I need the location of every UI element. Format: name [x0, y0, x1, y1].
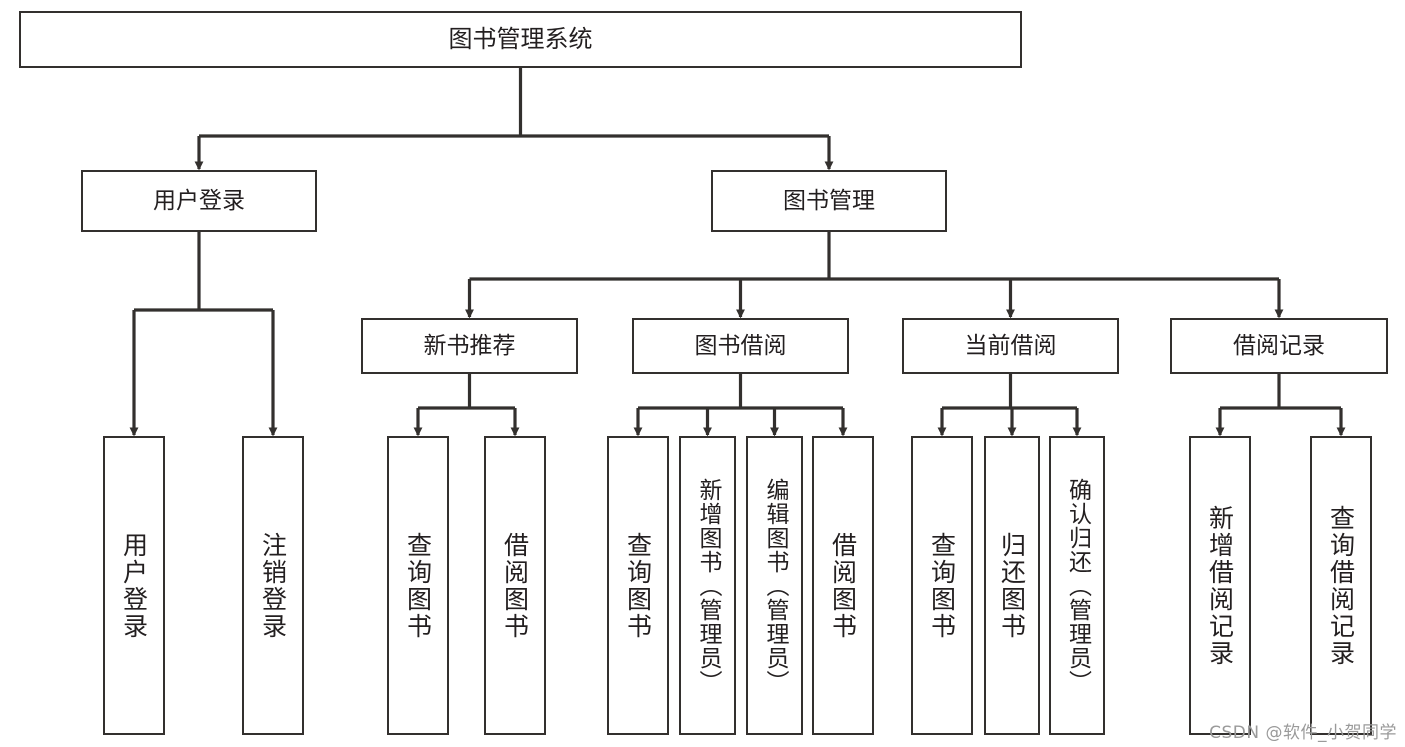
- node-label: 当前借阅: [964, 332, 1057, 359]
- node-label: 新增借阅记录: [1205, 504, 1235, 667]
- node-label: 图书管理: [783, 187, 875, 214]
- node-label: 借阅记录: [1233, 332, 1325, 359]
- node-current-borrow[interactable]: 当前借阅: [902, 318, 1119, 374]
- node-label: 借阅图书: [500, 531, 530, 640]
- node-label: 编辑图书（管理员）: [762, 477, 788, 694]
- node-leaf-borrow-book-2[interactable]: 借阅图书: [812, 436, 874, 735]
- node-label: 用户登录: [119, 531, 149, 640]
- node-label: 查询图书: [403, 531, 433, 640]
- node-leaf-add-record[interactable]: 新增借阅记录: [1189, 436, 1251, 735]
- node-label: 新书推荐: [423, 332, 516, 359]
- node-user-login[interactable]: 用户登录: [81, 170, 317, 232]
- node-leaf-user-login[interactable]: 用户登录: [103, 436, 165, 735]
- node-label: 确认归还（管理员）: [1064, 477, 1091, 694]
- node-label: 图书借阅: [694, 332, 787, 359]
- node-label: 新增图书（管理员）: [695, 477, 721, 694]
- node-leaf-query-record[interactable]: 查询借阅记录: [1310, 436, 1372, 735]
- node-leaf-edit-book[interactable]: 编辑图书（管理员）: [746, 436, 803, 735]
- node-borrow-record[interactable]: 借阅记录: [1170, 318, 1388, 374]
- node-label: 借阅图书: [828, 531, 858, 640]
- node-leaf-query-book-2[interactable]: 查询图书: [607, 436, 669, 735]
- node-leaf-return-book[interactable]: 归还图书: [984, 436, 1040, 735]
- node-leaf-confirm-return[interactable]: 确认归还（管理员）: [1049, 436, 1105, 735]
- node-label: 查询图书: [927, 531, 957, 640]
- node-leaf-user-logout[interactable]: 注销登录: [242, 436, 304, 735]
- node-label: 查询借阅记录: [1326, 504, 1356, 667]
- node-label: 注销登录: [258, 531, 288, 640]
- node-leaf-query-book-1[interactable]: 查询图书: [387, 436, 449, 735]
- node-book-borrow[interactable]: 图书借阅: [632, 318, 849, 374]
- node-label: 查询图书: [623, 531, 653, 640]
- node-leaf-borrow-book-1[interactable]: 借阅图书: [484, 436, 546, 735]
- node-leaf-query-book-3[interactable]: 查询图书: [911, 436, 973, 735]
- node-new-book-rec[interactable]: 新书推荐: [361, 318, 578, 374]
- node-label: 图书管理系统: [448, 24, 593, 53]
- node-label: 用户登录: [153, 187, 245, 214]
- node-leaf-add-book[interactable]: 新增图书（管理员）: [679, 436, 736, 735]
- csdn-watermark: CSDN @软件_小贺同学: [1209, 723, 1397, 743]
- node-label: 归还图书: [997, 531, 1027, 640]
- node-root[interactable]: 图书管理系统: [19, 11, 1022, 68]
- node-book-manage[interactable]: 图书管理: [711, 170, 947, 232]
